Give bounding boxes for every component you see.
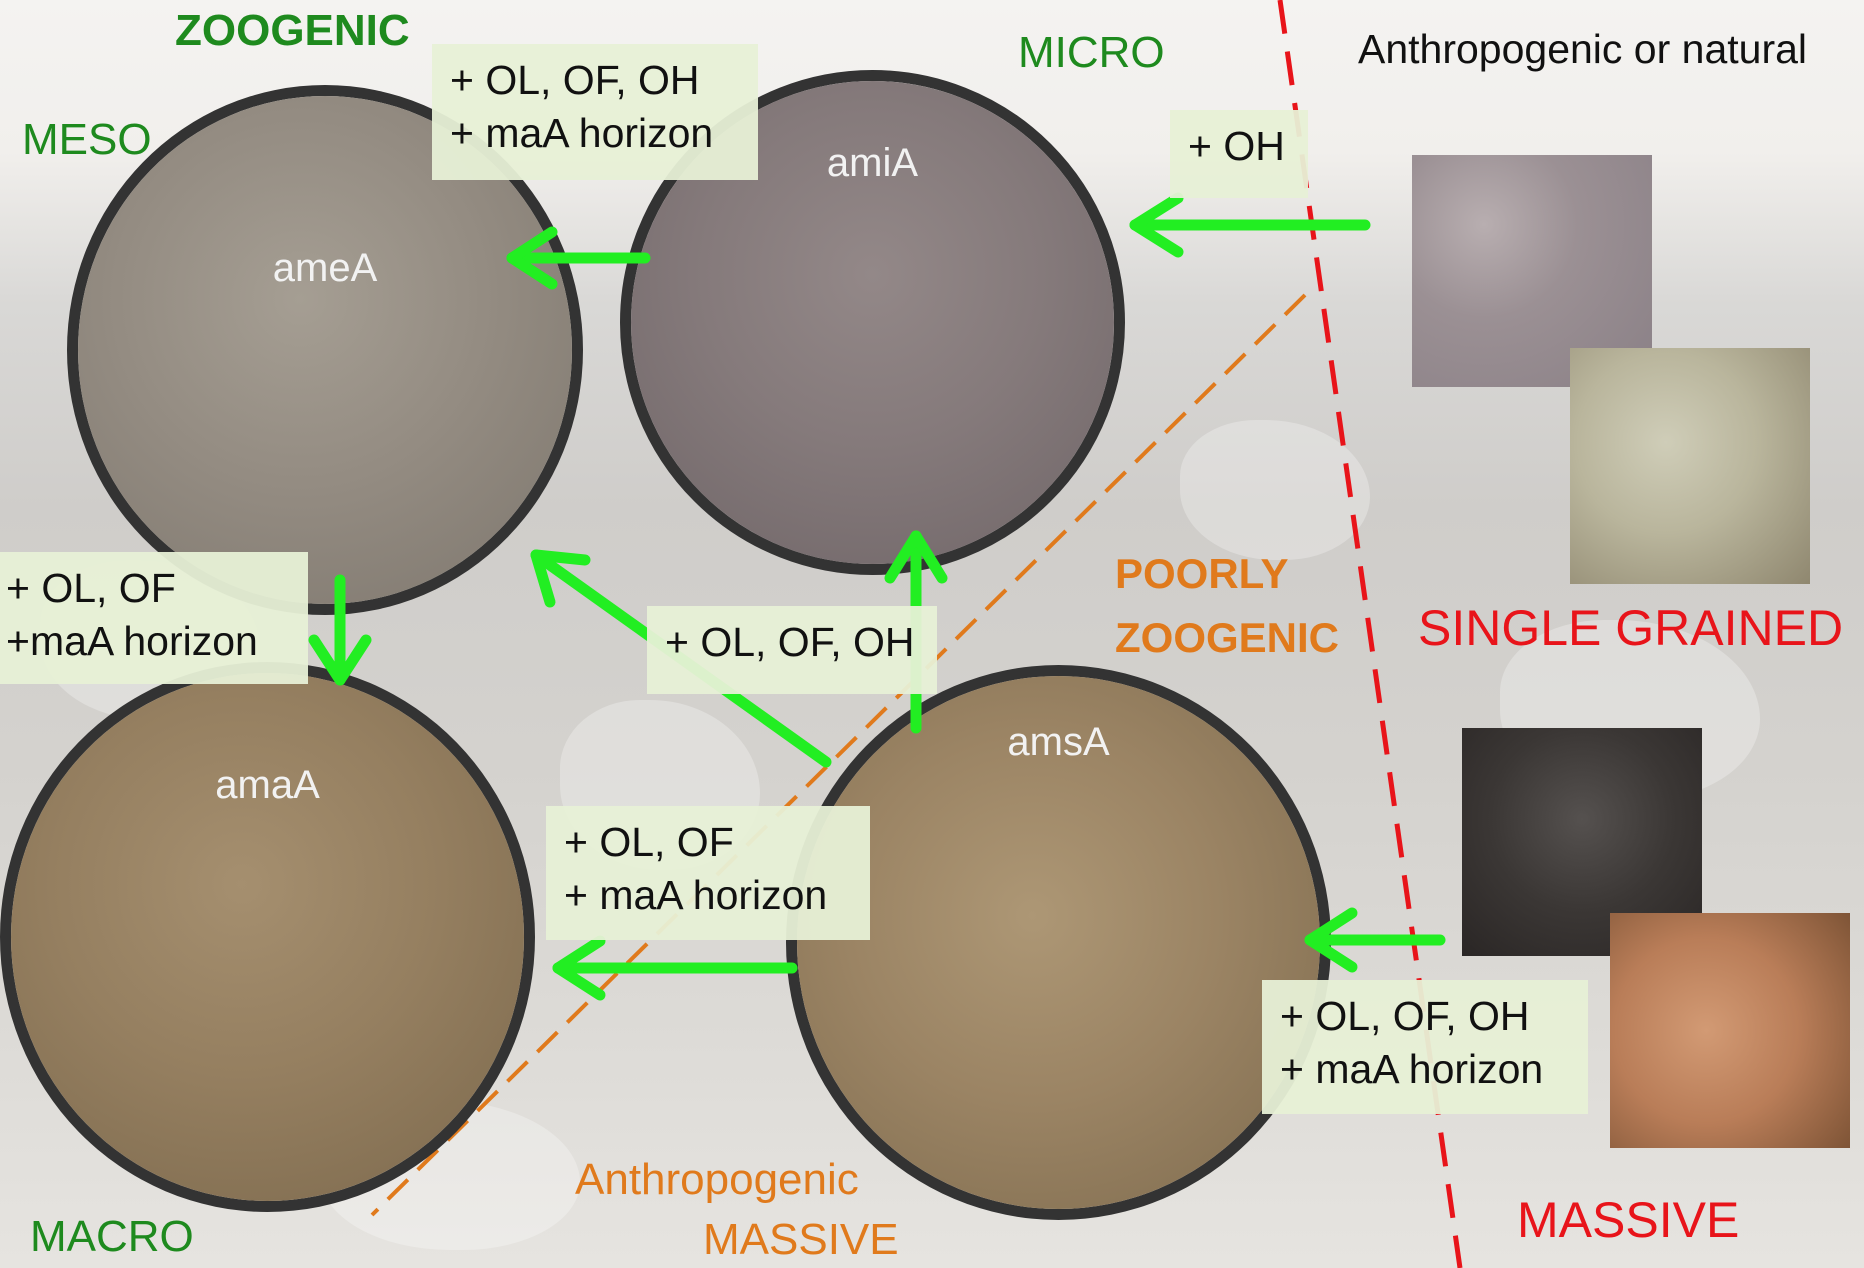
box-top-right-line1: + OH	[1188, 123, 1285, 169]
anthropogenic-or-natural-label: Anthropogenic or natural	[1358, 26, 1808, 72]
anthropogenic-massive-label-line1: Anthropogenic	[575, 1155, 859, 1204]
box-top-right: + OH	[1170, 110, 1308, 198]
box-left-mid: + OL, OF +maA horizon	[0, 552, 308, 684]
single-grained-photo-2	[1570, 348, 1810, 584]
amsa-circle: amsA	[786, 665, 1331, 1220]
massive-label: MASSIVE	[1517, 1192, 1740, 1248]
box-bottom-right-line2: + maA horizon	[1280, 1046, 1544, 1093]
background-rock	[1180, 420, 1370, 560]
box-bottom-right-line1: + OL, OF, OH	[1280, 993, 1530, 1039]
box-left-mid-line1: + OL, OF	[6, 565, 176, 611]
box-bottom-center-line1: + OL, OF	[564, 819, 734, 865]
poorly-zoogenic-label-line1: POORLY	[1115, 550, 1289, 597]
massive-photo-2	[1610, 913, 1850, 1148]
single-grained-label: SINGLE GRAINED	[1418, 600, 1844, 656]
box-bottom-right: + OL, OF, OH + maA horizon	[1262, 980, 1588, 1114]
box-bottom-center-line2: + maA horizon	[564, 872, 828, 919]
macro-label: MACRO	[30, 1212, 194, 1261]
box-top-center-line1: + OL, OF, OH	[450, 57, 700, 103]
arrow-amsa-to-amaa	[552, 935, 798, 1001]
box-top-center-line2: + maA horizon	[450, 110, 714, 157]
amsa-label: amsA	[1007, 720, 1110, 764]
box-center: + OL, OF, OH	[647, 606, 937, 694]
arrow-natural-to-amia	[1129, 192, 1371, 258]
zoogenic-label: ZOOGENIC	[175, 6, 410, 55]
amea-label: ameA	[272, 246, 378, 290]
box-center-line1: + OL, OF, OH	[665, 619, 915, 665]
box-bottom-center: + OL, OF + maA horizon	[546, 806, 870, 940]
box-top-center: + OL, OF, OH + maA horizon	[432, 44, 758, 180]
amaa-label: amaA	[215, 763, 320, 807]
box-left-mid-line2: +maA horizon	[6, 618, 258, 665]
amea-circle: ameA	[67, 85, 583, 615]
amia-label: amiA	[826, 141, 919, 185]
arrow-amea-to-amaa	[308, 574, 372, 686]
arrow-amia-to-amea	[506, 226, 651, 290]
micro-label: MICRO	[1018, 28, 1165, 77]
anthropogenic-massive-label-line2: MASSIVE	[703, 1215, 899, 1264]
arrow-massive-to-amsa	[1304, 907, 1446, 973]
poorly-zoogenic-label-line2: ZOOGENIC	[1115, 614, 1340, 661]
meso-label: MESO	[22, 115, 152, 164]
